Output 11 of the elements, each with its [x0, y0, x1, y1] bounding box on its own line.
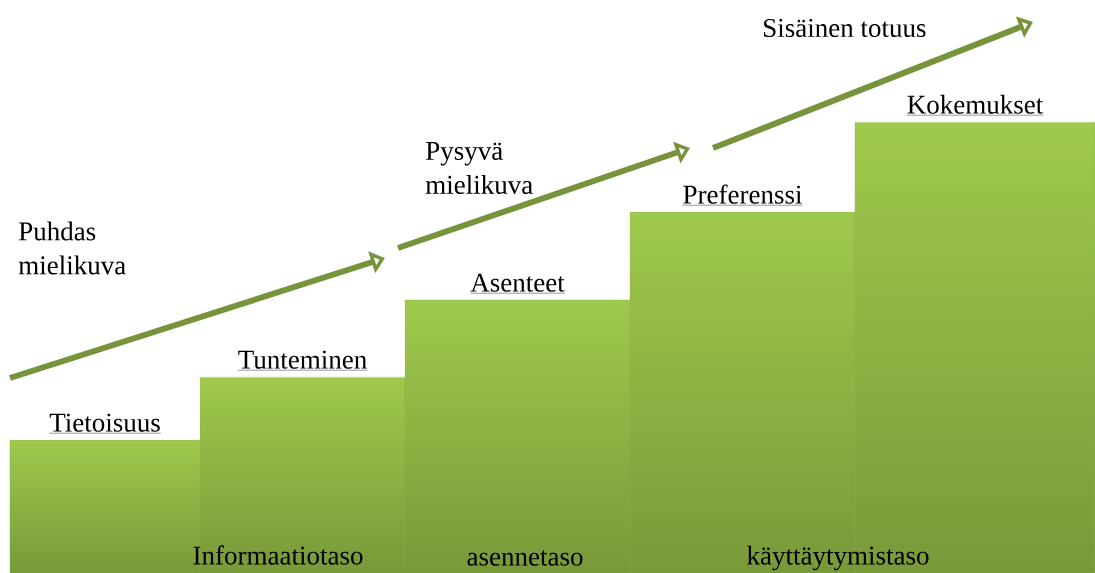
text-label: asennetaso [467, 550, 583, 566]
text-label: Sisäinen totuus [764, 18, 926, 38]
node-label: Tietoisuus [49, 413, 160, 432]
text-label: Informaatiotaso [193, 545, 363, 565]
text-label: Pysyvä mielikuva [425, 142, 533, 194]
node-label: Asenteet [470, 273, 565, 292]
node-label: Preferenssi [683, 184, 802, 204]
node-label: Tunteminen [238, 350, 367, 369]
text-label: Puhdas mielikuva [18, 221, 126, 275]
node-label: Kokemukset [907, 94, 1044, 114]
text-label: käyttäytymistaso [747, 545, 929, 571]
